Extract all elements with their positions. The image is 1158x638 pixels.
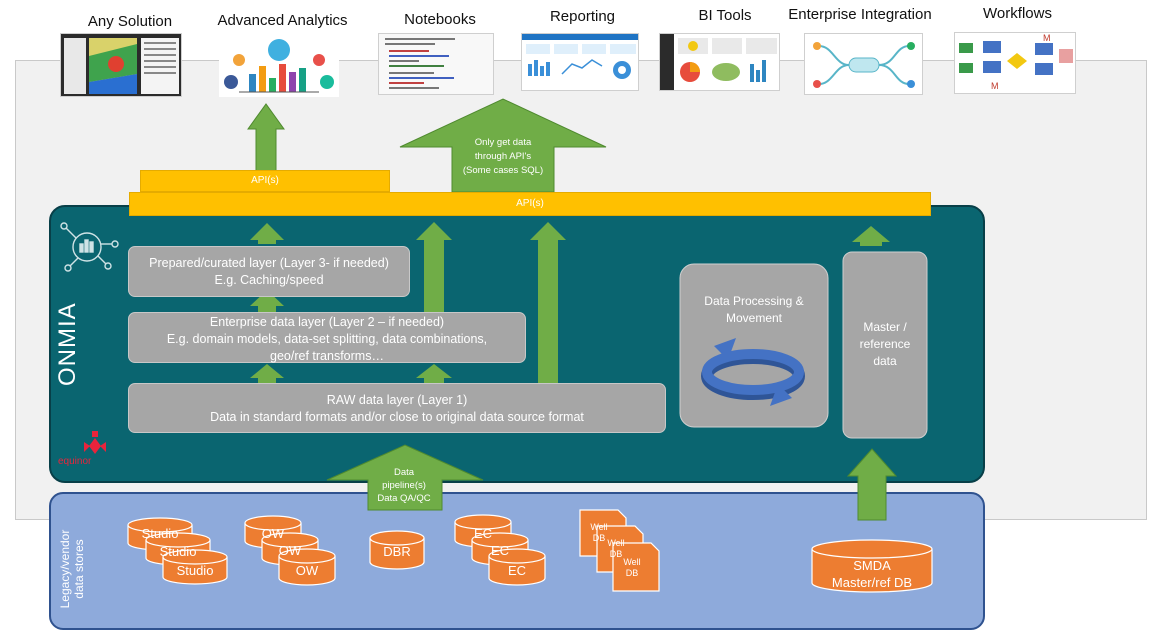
raw-layer-desc: Data in standard formats and/or close to… [210,410,584,424]
arrow-to-api-1 [250,223,284,244]
pipeline-line-3: Data QA/QC [377,493,431,504]
raw-data-layer: RAW data layer (Layer 1) Data in standar… [128,383,666,433]
processing-line-1: Data Processing & [704,294,804,308]
bi-tools-thumbnail [659,33,780,91]
tool-title-enterprise-integration: Enterprise Integration [788,6,932,23]
arrow-layer2-to-api [416,222,452,312]
svg-text:M: M [991,81,999,91]
master-line-3: data [873,354,897,368]
arrow-to-tools-big [399,98,607,193]
ec-store-label-2: EC [490,543,510,558]
master-line-2: reference [859,337,911,351]
studio-store-label-2: Studio [159,544,197,559]
arrow-layer2-to-layer3 [250,290,284,312]
equinor-logo-icon [84,431,106,454]
enterprise-integration-thumbnail [804,33,923,95]
ec-cylinders [454,514,546,586]
dbr-store-label: DBR [383,544,411,559]
api-note-line-2: through API's [474,151,532,162]
legacy-vendor-label: Legacy/vendor data stores [58,513,86,625]
api-note-line-3: (Some cases SQL) [462,165,544,176]
arrow-layer1-to-layer2-mid [416,364,452,383]
smda-line-2: Master/ref DB [831,575,913,590]
api-bar-long: API(s) [129,192,931,216]
well-db-label-2: Well DB [607,538,625,559]
data-processing-label: Data Processing & Movement [682,293,826,327]
analytics-network-icon [60,222,119,272]
arrow-to-analytics [247,103,285,173]
arrow-data-pipeline [326,444,484,511]
ec-store-label-1: EC [473,526,493,541]
enterprise-layer-desc-1: E.g. domain models, data-set splitting, … [166,332,488,346]
workflows-thumbnail: M M [954,32,1076,94]
cycle-arrows-icon [701,338,805,406]
api-access-note: Only get data through API's (Some cases … [440,136,566,178]
smda-line-1: SMDA [853,558,891,573]
well-db-label-3: Well DB [623,557,641,578]
enterprise-data-layer: Enterprise data layer (Layer 2 – if need… [128,312,526,363]
well-db-label-1: Well DB [590,522,608,543]
processing-line-2: Movement [725,311,783,325]
notebooks-thumbnail [378,33,494,95]
raw-layer-title: RAW data layer (Layer 1) [326,393,468,407]
legacy-line-2: data stores [72,539,86,599]
api-bar-short: API(s) [140,170,390,192]
master-reference-label: Master / reference data [843,319,927,370]
any-solution-thumbnail [60,33,182,97]
tool-title-reporting: Reporting [549,8,616,25]
ec-store-label-3: EC [507,563,527,578]
ow-cylinders [244,515,336,586]
arrow-layer1-to-layer2 [250,364,284,383]
legacy-line-1: Legacy/vendor [58,529,72,609]
data-pipeline-label: Data pipeline(s) Data QA/QC [366,466,442,505]
ow-store-label-3: OW [295,563,319,578]
ow-store-label-1: OW [261,526,285,541]
enterprise-layer-desc-2: geo/ref transforms… [270,349,384,363]
pipeline-line-1: Data [393,467,415,478]
prepared-curated-layer: Prepared/curated layer (Layer 3- if need… [128,246,410,297]
studio-store-label-3: Studio [176,563,214,578]
data-processing-box [679,263,829,428]
svg-text:M: M [1043,33,1051,43]
master-data-box [842,251,928,439]
studio-store-label-1: Studio [141,526,179,541]
reporting-thumbnail [521,33,639,91]
onmia-platform-label: ONMIA [54,302,81,386]
tool-title-any-solution: Any Solution [87,13,173,30]
master-line-1: Master / [863,320,907,334]
dbr-cylinder [369,530,425,570]
arrow-master-to-api [852,226,890,246]
api-note-line-1: Only get data [474,137,532,148]
pipeline-line-2: pipeline(s) [382,480,426,491]
tool-title-advanced-analytics: Advanced Analytics [217,12,348,29]
tool-title-bi-tools: BI Tools [698,7,752,24]
smda-label: SMDA Master/ref DB [812,557,932,591]
smda-cylinder [811,539,933,593]
prepared-layer-title: Prepared/curated layer (Layer 3- if need… [149,256,389,270]
advanced-analytics-thumbnail [219,34,339,97]
enterprise-layer-title: Enterprise data layer (Layer 2 – if need… [209,315,445,329]
prepared-layer-desc: E.g. Caching/speed [214,273,324,287]
ow-store-label-2: OW [278,543,302,558]
arrow-smda-to-master [846,448,898,521]
tool-title-workflows: Workflows [983,5,1052,22]
equinor-brand-label: equinor [58,456,92,467]
studio-cylinders [127,517,228,585]
well-db-documents [579,509,660,592]
tool-title-notebooks: Notebooks [404,11,476,28]
arrow-layer1-to-api [530,222,566,383]
